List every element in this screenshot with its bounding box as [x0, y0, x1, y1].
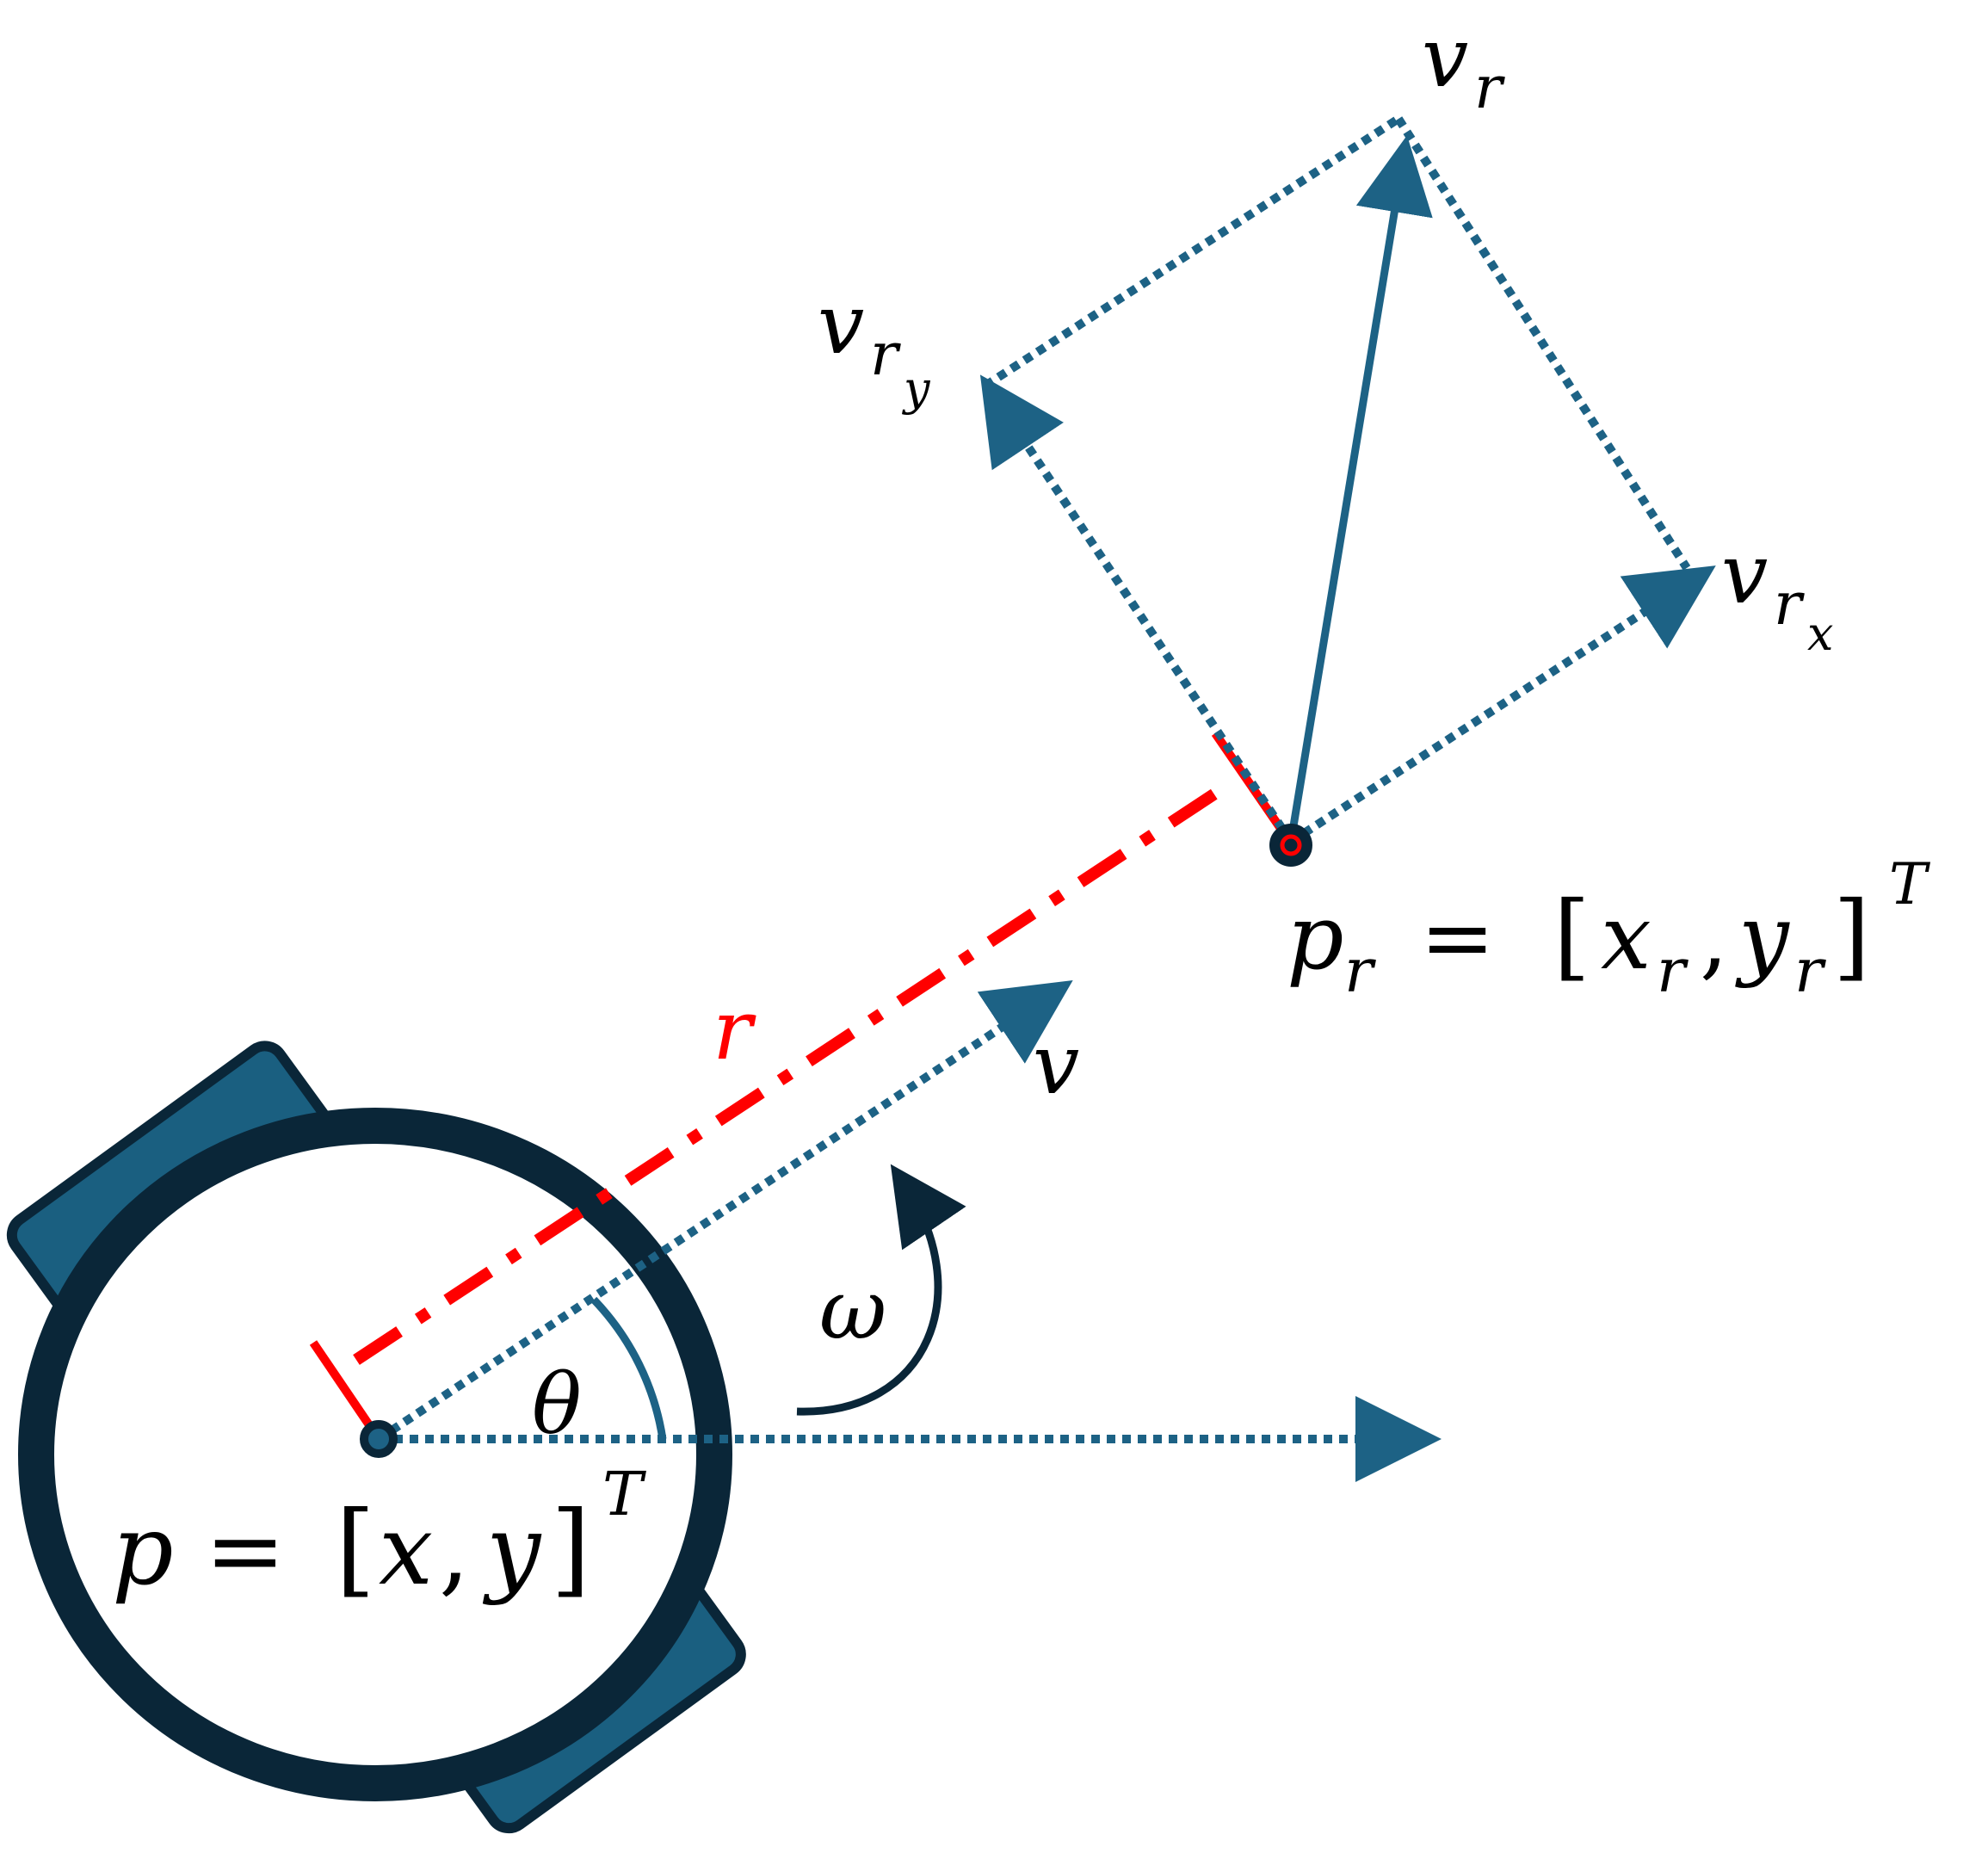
theta-arc: [590, 1296, 667, 1440]
svg-text:x: x: [379, 1495, 433, 1607]
svg-text:p: p: [112, 1495, 174, 1607]
radius-end-tick-left: [309, 1340, 383, 1442]
omega-rotation-arrow: [796, 1164, 966, 1416]
svg-text:=: =: [205, 1495, 286, 1607]
svg-text:x: x: [1601, 885, 1652, 990]
svg-text:r: r: [1344, 936, 1376, 1006]
svg-text:]: ]: [551, 1489, 590, 1608]
label-robot-position: p = [ x , y ] T: [112, 1459, 646, 1608]
svg-text:r: r: [1774, 571, 1805, 639]
heading-velocity-arrow: [376, 979, 1073, 1443]
svg-text:v: v: [818, 276, 864, 373]
label-r: r: [713, 982, 756, 1078]
vr-box-right-edge: [1394, 116, 1691, 571]
svg-text:y: y: [902, 361, 931, 416]
svg-text:,: ,: [1700, 885, 1728, 990]
vr-box-top-edge: [983, 114, 1401, 390]
label-target-position: p r = [ x r , y r ] T: [1287, 851, 1931, 1006]
svg-text:v: v: [1422, 9, 1468, 106]
svg-text:[: [: [336, 1489, 375, 1608]
svg-text:T: T: [1889, 851, 1931, 917]
vry-component-arrow: [979, 374, 1295, 844]
svg-text:v: v: [1721, 526, 1768, 622]
target-point-red-ring: [1280, 834, 1302, 856]
svg-text:r: r: [1657, 936, 1689, 1006]
svg-text:]: ]: [1833, 880, 1870, 991]
svg-text:[: [: [1553, 880, 1590, 991]
svg-text:r: r: [1474, 54, 1505, 122]
svg-text:y: y: [482, 1495, 542, 1607]
label-vr: v r: [1422, 9, 1505, 122]
label-omega: ω: [819, 1262, 886, 1358]
svg-text:y: y: [1735, 885, 1790, 990]
target-point: [1269, 824, 1312, 867]
svg-text:r: r: [1794, 936, 1826, 1006]
radius-line: [353, 778, 1234, 1365]
label-vrx: v r x: [1721, 526, 1833, 661]
label-v: v: [1033, 1016, 1079, 1113]
robot-center-point: [360, 1420, 398, 1458]
svg-text:=: =: [1420, 885, 1495, 990]
svg-text:,: ,: [439, 1495, 470, 1607]
svg-text:x: x: [1807, 607, 1833, 661]
svg-text:p: p: [1287, 885, 1344, 990]
label-theta: θ: [532, 1356, 582, 1453]
svg-text:T: T: [602, 1459, 646, 1529]
svg-text:r: r: [870, 321, 901, 389]
label-vry: v r y: [818, 276, 931, 416]
vr-velocity-arrow: [1287, 135, 1433, 843]
vrx-component-arrow: [1288, 565, 1716, 846]
